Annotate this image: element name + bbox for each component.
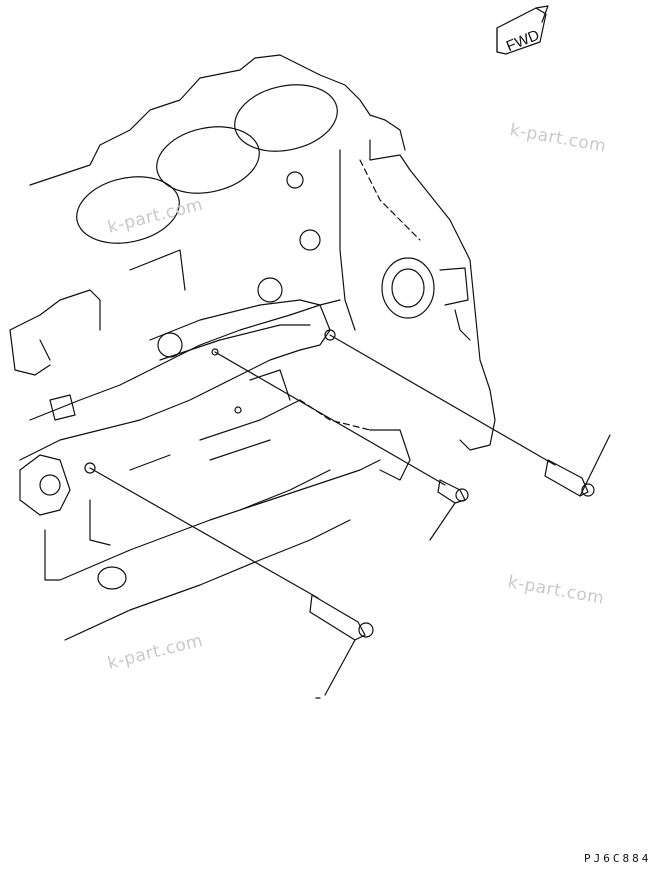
- figure-code: PJ6C884: [584, 852, 652, 865]
- engine-block: [9, 54, 496, 641]
- bolt-middle: [214, 351, 469, 541]
- bolt-holes: [84, 329, 336, 474]
- bolt-upper-right: [329, 334, 611, 497]
- bolt-lower-left: [89, 467, 374, 696]
- fwd-label: FWD: [504, 27, 542, 56]
- fwd-arrow-icon: FWD: [496, 5, 549, 56]
